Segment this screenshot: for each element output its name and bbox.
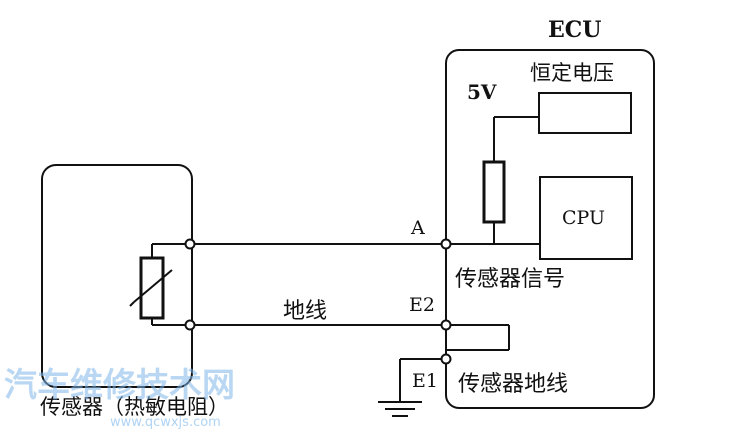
pullup-resistor-icon — [482, 116, 539, 244]
sensor-signal-label: 传感器信号 — [455, 267, 565, 292]
supply-voltage-label: 5V — [467, 80, 497, 104]
watermark-url: www.qcwxjs.com — [110, 415, 221, 430]
constant-voltage-box — [538, 92, 632, 134]
ecu-box — [445, 49, 655, 409]
terminal-a — [440, 238, 452, 250]
ground-symbol-icon — [378, 358, 446, 417]
sensor-ground-label: 传感器地线 — [458, 372, 568, 397]
terminal-e1 — [440, 353, 452, 365]
thermistor-icon — [129, 243, 190, 326]
ecu-title: ECU — [548, 17, 601, 43]
cpu-label: CPU — [562, 207, 605, 229]
sensor-terminal-top — [184, 238, 196, 250]
sensor-terminal-bottom — [184, 319, 196, 331]
terminal-e1-label: E1 — [412, 370, 438, 392]
e2-e1-link — [445, 324, 510, 359]
terminal-a-label: A — [410, 217, 425, 239]
terminal-e2 — [440, 319, 452, 331]
constant-voltage-label: 恒定电压 — [530, 61, 614, 85]
cpu-box — [539, 176, 633, 260]
ground-wire-label: 地线 — [283, 299, 327, 324]
watermark-text: 汽车维修技术网 — [4, 365, 235, 404]
terminal-e2-label: E2 — [409, 294, 435, 316]
sensor-caption: 传感器（热敏电阻） — [40, 395, 229, 419]
sensor-box — [41, 164, 193, 388]
